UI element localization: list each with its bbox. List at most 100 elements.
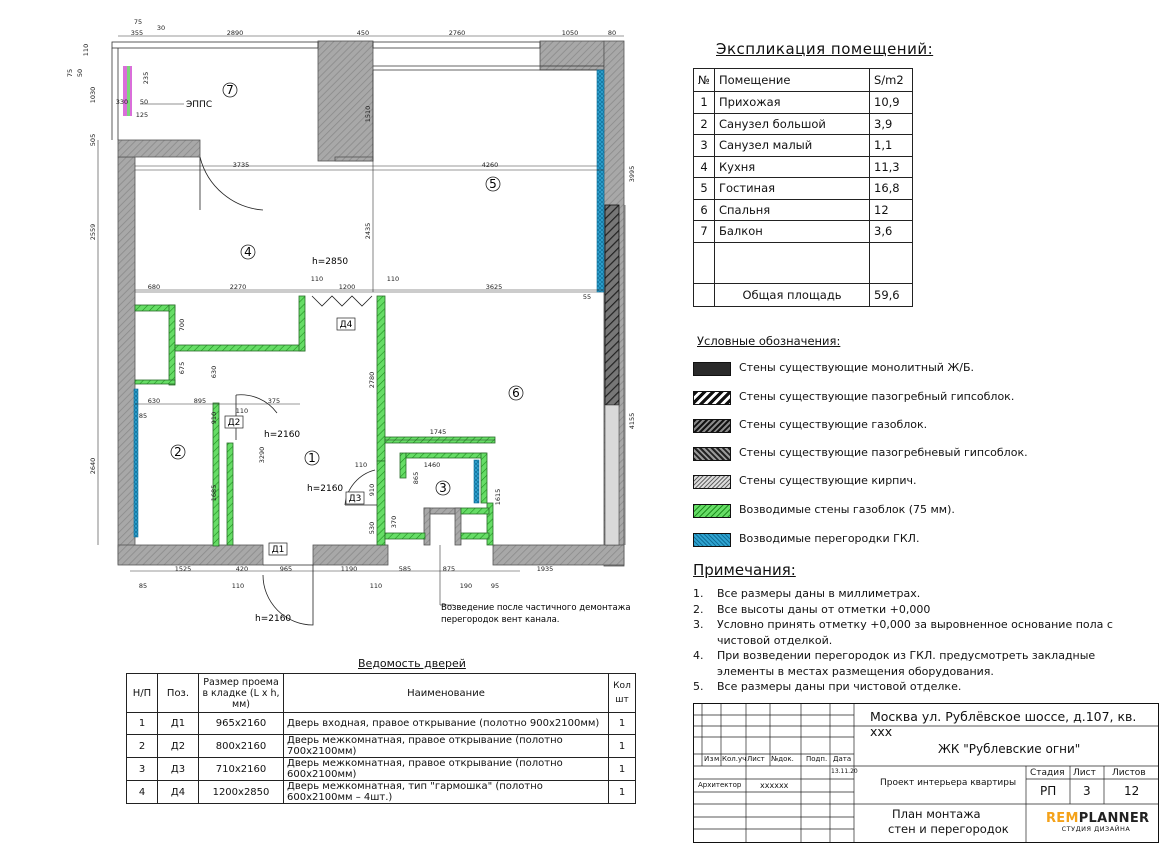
- doors-title: Ведомость дверей: [358, 657, 466, 670]
- col-qty-a: Кол: [613, 681, 631, 691]
- col-area: S/m2: [869, 68, 913, 92]
- tb-col-kol: Кол.уч: [722, 755, 747, 763]
- dim: 2435: [364, 223, 372, 240]
- cell-area: 11,3: [869, 155, 913, 178]
- room-labels: 7 5 4 6 2 1 3: [170, 82, 524, 496]
- col-pos: Поз.: [157, 673, 199, 713]
- cell-area: 1,1: [869, 134, 913, 157]
- dim: 2780: [368, 372, 376, 389]
- dim: 1460: [424, 461, 441, 469]
- dim: 85: [139, 582, 147, 590]
- legend-swatch-concrete: [693, 362, 731, 376]
- legend-swatch-new-gasblock: [693, 504, 731, 518]
- dim: 50: [140, 98, 148, 106]
- cell-room: Санузел малый: [714, 134, 870, 157]
- dim: 125: [136, 111, 148, 119]
- tb-date: 13.11.20: [831, 768, 858, 775]
- dim: 110: [311, 275, 323, 283]
- tb-col-list: Лист: [747, 755, 765, 763]
- height-d2: h=2160: [264, 430, 300, 440]
- dim: 375: [268, 397, 280, 405]
- cell-name: Дверь межкомнатная, правое открывание (п…: [283, 757, 609, 781]
- dim: 110: [232, 582, 244, 590]
- cell-room: Прихожая: [714, 91, 870, 114]
- dim: 75: [66, 69, 74, 77]
- note-item: 2.Все высоты даны от отметки +0,000: [693, 602, 1133, 618]
- dim: 965: [280, 565, 292, 573]
- dim: 1200: [339, 283, 356, 291]
- dim: 235: [142, 72, 150, 84]
- note-item: 4.При возведении перегородок из ГКЛ. пре…: [693, 648, 1133, 679]
- cell-num: 3: [693, 134, 715, 157]
- cell-qty: 1: [608, 734, 636, 758]
- cell-num: 1: [693, 91, 715, 114]
- dimension-text: 75 30 355 2890 450 2760 1050 80 85 1525 …: [116, 18, 616, 590]
- dim: 910: [210, 412, 218, 424]
- new-partitions-gkl: [133, 69, 605, 538]
- right-wall-hatch: [604, 204, 620, 406]
- dim: 3735: [233, 161, 250, 169]
- dim: 680: [148, 283, 160, 291]
- cell-room: Гостиная: [714, 177, 870, 200]
- total-value: 59,6: [869, 282, 913, 307]
- dim: 110: [82, 44, 90, 56]
- cell-num: 4: [693, 155, 715, 178]
- room-label-3: 3: [439, 481, 447, 495]
- legend-swatch-gasblock: [693, 419, 731, 433]
- cell-room: Кухня: [714, 155, 870, 178]
- doors-table: Н/П Поз. Размер проема в кладке (L x h, …: [126, 673, 636, 804]
- cell-size: 800x2160: [198, 734, 284, 758]
- note-item: 5.Все размеры даны при чистовой отделке.: [693, 679, 1133, 695]
- note-item: 1.Все размеры даны в миллиметрах.: [693, 586, 1133, 602]
- dim: 55: [583, 293, 591, 301]
- title-block-grid: [694, 704, 1158, 842]
- cell-name: Дверь межкомнатная, тип "гармошка" (поло…: [283, 780, 609, 804]
- tb-project: Проект интерьера квартиры: [880, 778, 1017, 788]
- height-d3: h=2160: [307, 484, 343, 494]
- dim: 110: [236, 407, 248, 415]
- dim: 2559: [89, 224, 97, 241]
- col-num: №: [693, 68, 715, 92]
- dim: 1190: [341, 565, 358, 573]
- logo-text: REMPLANNER: [1046, 812, 1149, 825]
- tb-sheet-label: Лист: [1073, 768, 1096, 778]
- dim: 2890: [227, 29, 244, 37]
- tb-sheet: 3: [1083, 784, 1091, 798]
- height-d1: h=2160: [255, 614, 291, 624]
- door-tag-d1: Д1: [272, 545, 285, 555]
- door-tag-d4: Д4: [340, 320, 353, 330]
- legend-title: Условные обозначения:: [697, 334, 841, 348]
- dim: 420: [236, 565, 248, 573]
- dim: 875: [443, 565, 455, 573]
- legend-label: Возводимые перегородки ГКЛ.: [739, 532, 920, 545]
- legend-label: Стены существующие газоблок.: [739, 418, 928, 431]
- dim: 355: [131, 29, 143, 37]
- dim: 1745: [430, 428, 447, 436]
- dimension-lines: [97, 35, 626, 606]
- cell-num: 3: [126, 757, 158, 781]
- dim: 450: [357, 29, 369, 37]
- legend-swatch-gypsum: [693, 391, 731, 405]
- dim: 2270: [230, 283, 247, 291]
- dim: 80: [608, 29, 616, 37]
- door-tags: Д1 Д2 Д3 Д4: [224, 317, 365, 556]
- notes-title: Примечания:: [693, 561, 796, 579]
- dim: 3625: [486, 283, 503, 291]
- legend-label: Стены существующие кирпич.: [739, 474, 917, 487]
- eps-insulation: [123, 66, 132, 116]
- tb-name: хххххх: [760, 781, 789, 790]
- legend-label: Возводимые стены газоблок (75 мм).: [739, 503, 955, 516]
- title-block: Изм. Кол.уч Лист №док. Подп. Дата 13.11.…: [693, 703, 1159, 843]
- col-num: Н/П: [126, 673, 158, 713]
- dim: 1935: [537, 565, 554, 573]
- note-text: Условно принять отметку +0,000 за выровн…: [717, 618, 1113, 647]
- explication-title: Экспликация помещений:: [716, 40, 934, 58]
- dim: 4155: [628, 413, 636, 430]
- cell-qty: 1: [608, 712, 636, 735]
